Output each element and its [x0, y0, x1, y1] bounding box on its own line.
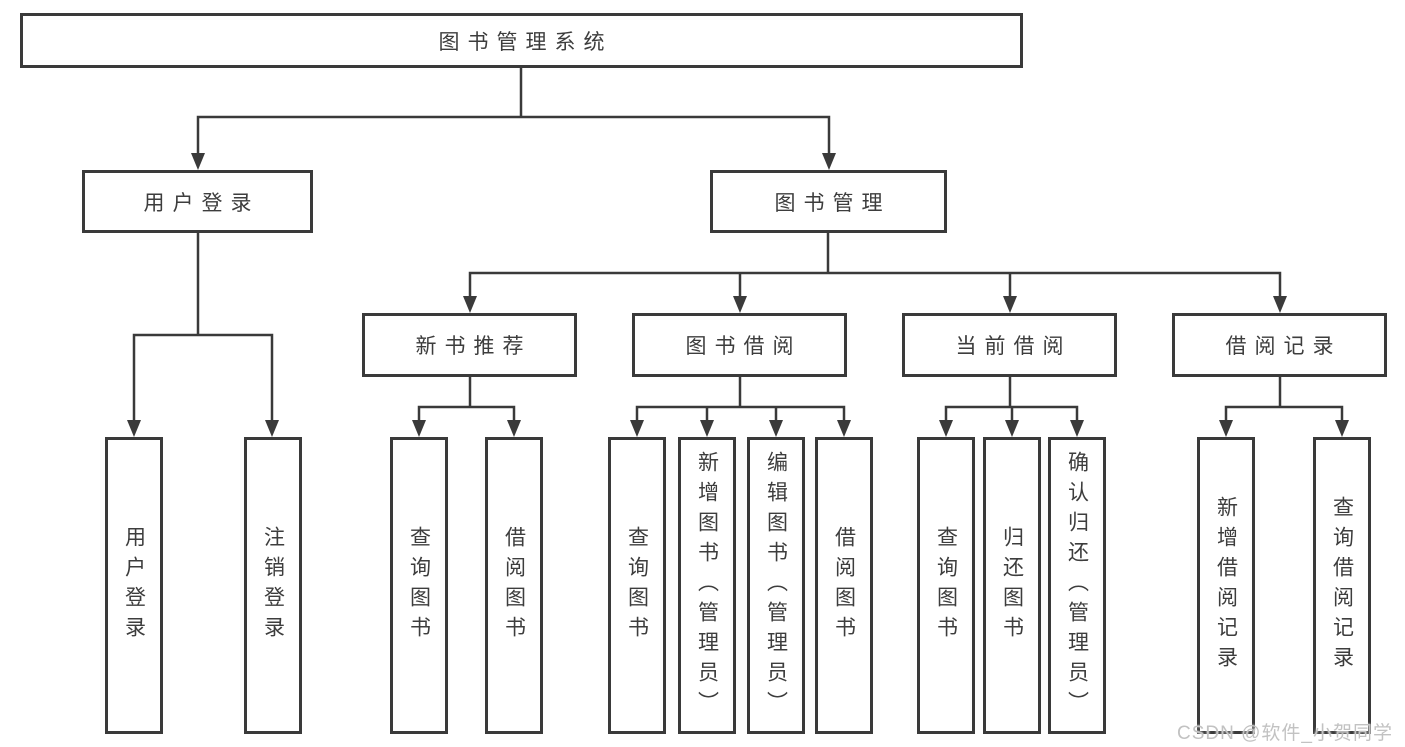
- node-user-login-label: 用户登录: [143, 191, 260, 215]
- arrow-icon: [733, 296, 747, 313]
- edge-book-management-children: [468, 231, 1282, 300]
- arrow-icon: [463, 296, 477, 313]
- arrowheads: [127, 153, 1349, 437]
- arrow-icon: [837, 420, 851, 437]
- leaf-nb-query-books-label: 查询图书: [407, 525, 431, 646]
- leaf-br-query-record: 查询借阅记录: [1313, 437, 1371, 734]
- arrow-icon: [265, 420, 279, 437]
- leaf-nb-borrow-books-label: 借阅图书: [502, 525, 526, 646]
- edge-root-to-level2: [196, 66, 831, 157]
- arrow-icon: [127, 420, 141, 437]
- node-borrow-records-label: 借阅记录: [1225, 335, 1342, 358]
- leaf-bb-query-books: 查询图书: [608, 437, 666, 734]
- arrow-icon: [700, 420, 714, 437]
- arrow-icon: [1273, 296, 1287, 313]
- node-new-book-recommend: 新书推荐: [362, 313, 577, 377]
- leaf-cb-return-books: 归还图书: [983, 437, 1041, 734]
- arrow-icon: [630, 420, 644, 437]
- node-current-borrow-label: 当前借阅: [955, 335, 1072, 358]
- arrow-icon: [191, 153, 205, 170]
- csdn-watermark: CSDN @软件_小贺同学: [1177, 723, 1393, 744]
- node-borrow-records: 借阅记录: [1172, 313, 1387, 377]
- arrow-icon: [769, 420, 783, 437]
- arrow-icon: [1005, 420, 1019, 437]
- arrow-icon: [412, 420, 426, 437]
- leaf-bb-borrow-books: 借阅图书: [815, 437, 873, 734]
- node-current-borrow: 当前借阅: [902, 313, 1117, 377]
- leaf-br-query-record-label: 查询借阅记录: [1330, 495, 1354, 676]
- arrow-icon: [1335, 420, 1349, 437]
- edge-borrow-records-children: [1224, 375, 1344, 424]
- node-book-borrow: 图书借阅: [632, 313, 847, 377]
- leaf-bb-add-books-admin-label: 新增图书（管理员）: [695, 450, 719, 721]
- leaf-bb-edit-books-admin: 编辑图书（管理员）: [747, 437, 805, 734]
- arrow-icon: [507, 420, 521, 437]
- leaf-br-add-record-label: 新增借阅记录: [1214, 495, 1238, 676]
- leaf-cb-confirm-return-admin-label: 确认归还（管理员）: [1065, 450, 1089, 721]
- arrow-icon: [1003, 296, 1017, 313]
- connector-lines: [132, 66, 1344, 424]
- leaf-nb-borrow-books: 借阅图书: [485, 437, 543, 734]
- leaf-bb-add-books-admin: 新增图书（管理员）: [678, 437, 736, 734]
- arrow-icon: [1219, 420, 1233, 437]
- node-book-management-label: 图书管理: [774, 191, 891, 215]
- arrow-icon: [1070, 420, 1084, 437]
- node-user-login: 用户登录: [82, 170, 313, 233]
- edge-new-book-children: [417, 375, 516, 424]
- leaf-cb-query-books-label: 查询图书: [934, 525, 958, 646]
- leaf-bb-edit-books-admin-label: 编辑图书（管理员）: [764, 450, 788, 721]
- leaf-cb-query-books: 查询图书: [917, 437, 975, 734]
- leaf-bb-query-books-label: 查询图书: [625, 525, 649, 646]
- leaf-bb-borrow-books-label: 借阅图书: [832, 525, 856, 646]
- leaf-cb-return-books-label: 归还图书: [1000, 525, 1024, 646]
- leaf-user-login: 用户登录: [105, 437, 163, 734]
- edge-book-borrow-children: [635, 375, 846, 424]
- leaf-logout: 注销登录: [244, 437, 302, 734]
- node-book-borrow-label: 图书借阅: [685, 335, 802, 358]
- leaf-user-login-label: 用户登录: [122, 525, 146, 646]
- edge-user-login-children: [132, 231, 274, 424]
- node-root: 图书管理系统: [20, 13, 1023, 68]
- arrow-icon: [939, 420, 953, 437]
- edge-current-borrow-children: [944, 375, 1079, 424]
- leaf-nb-query-books: 查询图书: [390, 437, 448, 734]
- leaf-br-add-record: 新增借阅记录: [1197, 437, 1255, 734]
- node-book-management: 图书管理: [710, 170, 947, 233]
- arrow-icon: [822, 153, 836, 170]
- node-root-label: 图书管理系统: [438, 30, 613, 54]
- leaf-logout-label: 注销登录: [261, 525, 285, 646]
- leaf-cb-confirm-return-admin: 确认归还（管理员）: [1048, 437, 1106, 734]
- node-new-book-recommend-label: 新书推荐: [415, 335, 532, 358]
